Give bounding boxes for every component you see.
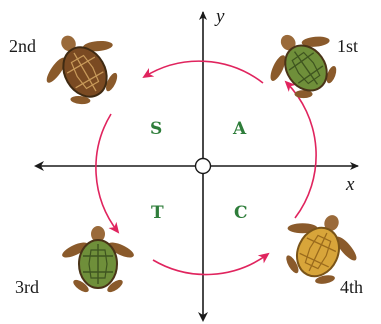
x-axis-label: x (345, 174, 355, 195)
quadrant-letter-fourth: C (234, 203, 248, 223)
quadrant-letter-third: T (151, 203, 164, 223)
turtle-second-quadrant-icon (30, 17, 135, 119)
turtle-first-quadrant-icon (253, 14, 353, 112)
quadrant-letter-first: A (232, 119, 247, 139)
arrow-fourth-to-first (286, 82, 316, 218)
quadrant-letter-second: S (150, 119, 162, 139)
ordinal-second: 2nd (9, 36, 36, 56)
ordinal-first: 1st (337, 36, 358, 56)
y-axis-label: y (214, 6, 225, 27)
origin-circle (196, 159, 211, 174)
ordinal-fourth: 4th (340, 277, 363, 297)
ordinal-third: 3rd (15, 277, 39, 297)
arrow-second-to-third (96, 114, 118, 232)
turtle-third-quadrant-icon (60, 226, 136, 294)
arrow-third-to-fourth (153, 254, 268, 275)
